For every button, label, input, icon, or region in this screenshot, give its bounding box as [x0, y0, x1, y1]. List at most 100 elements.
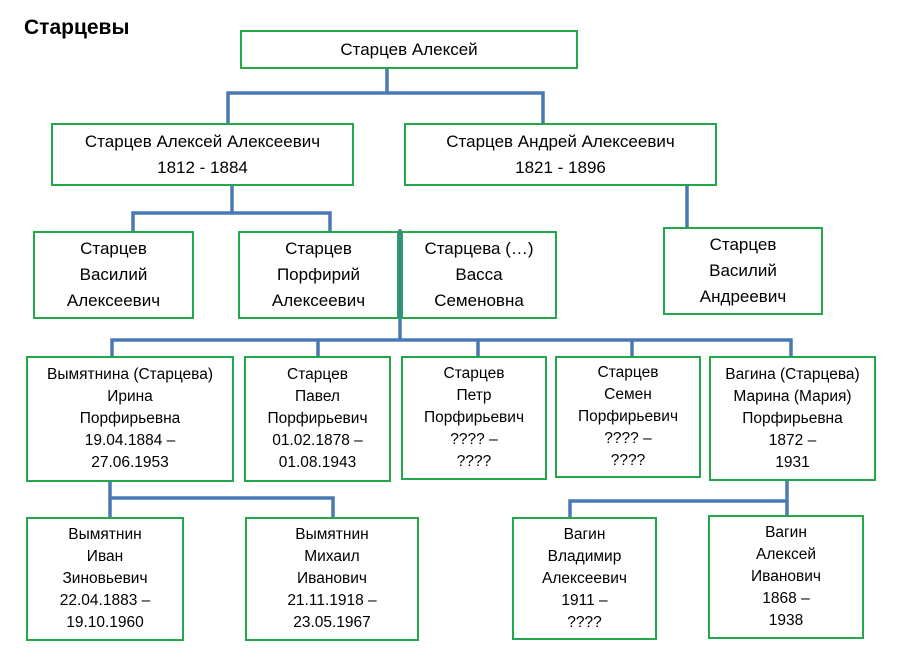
person-text-line: Семеновна: [434, 291, 524, 310]
person-text-line: 1812 - 1884: [157, 157, 248, 177]
person-text-line: 1931: [775, 453, 810, 471]
person-text-line: Старцева (…): [424, 239, 534, 258]
person-text-line: Вагин: [765, 524, 807, 541]
person-text-line: ???? –: [450, 431, 498, 448]
person-text-line: 23.05.1967: [293, 614, 371, 631]
connector-root-children: [226, 67, 545, 125]
person-text-line: 19.04.1884 –: [84, 432, 176, 449]
person-text-line: Алексеевич: [66, 291, 161, 310]
person-text-line: Иван: [86, 548, 124, 565]
person-text-line: Василий: [79, 265, 148, 284]
person-text-line: Иванович: [297, 570, 367, 587]
person-text-line: Андреевич: [699, 287, 787, 306]
person-text-line: Старцев: [80, 239, 147, 258]
person-box-maria-porfirevna: Вагина (Старцева) Марина (Мария) Порфирьев…: [709, 356, 876, 481]
connector-porfiry-children: [110, 229, 793, 358]
person-text-line: Старцев Алексей: [340, 39, 478, 59]
person-text-line: Ирина: [107, 388, 153, 405]
person-text-line: Порфирьевич: [267, 410, 368, 427]
person-text-line: Вагина (Старцева): [725, 365, 860, 383]
person-text-line: Павел: [295, 388, 340, 405]
person-text-line: Старцев Андрей Алексеевич: [446, 131, 675, 151]
person-text: Вагина (Старцева) Марина (Мария) Порфирьев…: [725, 364, 859, 474]
person-text-line: 19.10.1960: [66, 614, 144, 631]
person-text-line: Вымятнин: [68, 526, 142, 543]
person-text-line: ????: [610, 452, 646, 469]
person-text-line: 1821 - 1896: [515, 157, 606, 177]
person-text-line: Порфирий: [276, 265, 361, 284]
person-text-line: Порфирьевна: [742, 409, 843, 427]
person-text-line: Вагин: [563, 525, 606, 543]
person-text-line: 1938: [768, 612, 804, 629]
person-text-line: Алексеевич: [542, 569, 627, 587]
person-text-line: ???? –: [604, 430, 652, 447]
person-text-line: 01.08.1943: [278, 454, 357, 471]
person-text: Старцев Алексей: [340, 37, 477, 63]
person-text-line: 1911 –: [561, 591, 608, 609]
person-text-line: Иванович: [751, 568, 821, 585]
person-text-line: 21.11.1918 –: [287, 592, 377, 609]
person-text-line: Михаил: [304, 548, 360, 565]
person-text-line: Порфирьевич: [577, 408, 679, 425]
person-text-line: Васса: [455, 265, 503, 284]
person-text-line: 1872 –: [768, 431, 817, 449]
person-text-line: Старцев: [597, 364, 659, 381]
person-text-line: Старцев: [443, 365, 505, 382]
person-text-line: 01.02.1878 –: [272, 432, 363, 449]
person-text: Старцев Алексей Алексеевич 1812 - 1884: [85, 129, 320, 181]
person-text-line: 1868 –: [762, 590, 810, 607]
connector-maria-children: [568, 479, 789, 519]
person-text-line: 27.06.1953: [91, 454, 169, 471]
person-text: Старцев Андрей Алексеевич 1821 - 1896: [446, 129, 674, 181]
person-text-line: ????: [567, 613, 602, 631]
connector-irina-children: [108, 480, 335, 519]
person-text-line: Семен: [604, 386, 652, 403]
person-text-line: Старцев: [709, 235, 777, 254]
person-box-alexey-alekseevich: Старцев Алексей Алексеевич 1812 - 1884: [51, 123, 354, 186]
person-text-line: Старцев Алексей Алексеевич: [84, 131, 321, 151]
person-text-line: Порфирьевич: [423, 409, 525, 426]
person-text-line: Зиновьевич: [62, 570, 148, 587]
connector-alexey-children: [131, 184, 332, 233]
person-text-line: Алексеевич: [271, 291, 366, 310]
person-text-line: Старцев: [285, 239, 352, 258]
person-text-line: ????: [456, 453, 492, 470]
person-text-line: Алексей: [755, 546, 816, 563]
person-text-line: Владимир: [547, 547, 622, 565]
person-text-line: Старцев: [287, 366, 348, 383]
person-text-line: Вымятнина (Старцева): [46, 366, 214, 383]
person-text-line: Василий: [709, 261, 777, 280]
person-text-line: 22.04.1883 –: [59, 592, 151, 609]
person-text-line: Марина (Мария): [733, 387, 852, 405]
person-box-root: Старцев Алексей: [240, 30, 578, 69]
person-box-andrey-alekseevich: Старцев Андрей Алексеевич 1821 - 1896: [404, 123, 717, 186]
person-text-line: Петр: [456, 387, 492, 404]
person-text-line: Вымятнин: [295, 526, 369, 543]
person-text-line: Порфирьевна: [79, 410, 181, 427]
